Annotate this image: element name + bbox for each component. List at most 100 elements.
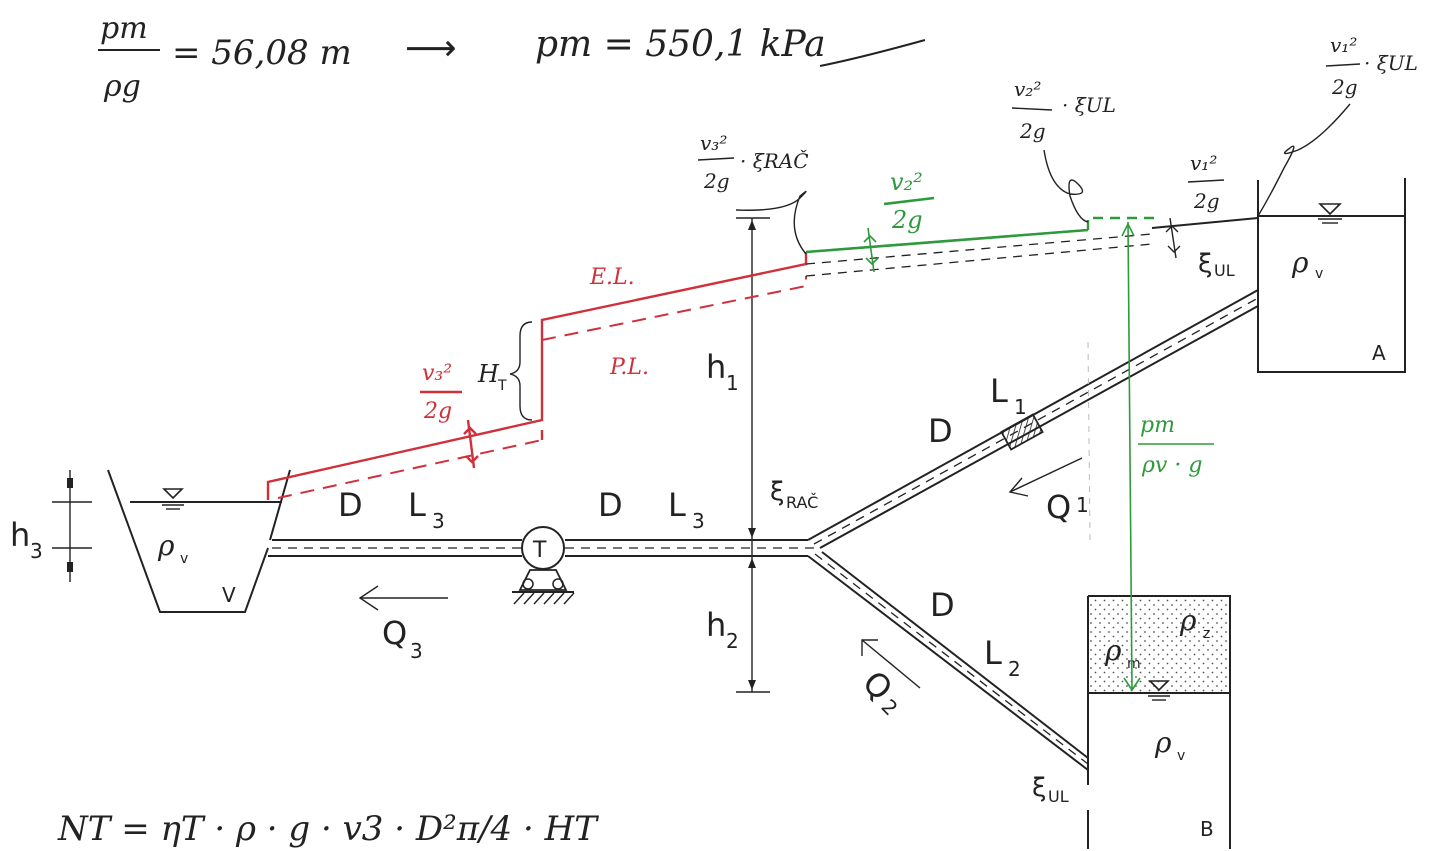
pipe-l3a-label: L (408, 486, 426, 524)
water-level-icon (1318, 203, 1342, 216)
v3-segment-denominator: 2g (423, 399, 452, 424)
density-subscript: v (180, 551, 188, 567)
arrow-down-icon (1123, 677, 1141, 692)
tank-v-fluid-density: ρ (157, 529, 175, 562)
turbine-power-formula: NT = ηT · ρ · g · v3 · D²π/4 · HT (57, 809, 599, 849)
tank-b: ρ z ρ m ρ v B (1087, 595, 1231, 849)
energy-line-upstream (805, 216, 1259, 277)
v2-segment-label: v₂² 2g (883, 168, 935, 234)
arrow-up-icon (1121, 222, 1135, 237)
dimension-subscript: 1 (726, 371, 739, 395)
flow-q2: Q 2 (855, 639, 921, 720)
tank-a-label: A (1372, 341, 1386, 365)
water-level-icon (1148, 680, 1170, 692)
dimension-subscript: 3 (30, 539, 43, 563)
pipe-subscript: 2 (1008, 657, 1021, 681)
loss-ul-a: ξ UL (1198, 249, 1235, 280)
flow-q1-label: Q (1046, 488, 1071, 526)
callout-v1-ul: v₁² 2g · ξUL (1257, 33, 1418, 217)
arrow-down-left-icon (1008, 477, 1029, 497)
v3-loss-numerator: v₃² (700, 131, 727, 155)
turbine-support-icon (518, 569, 568, 591)
footer-formula: NT = ηT · ρ · g · v3 · D²π/4 · HT (57, 809, 599, 849)
h2-label: h (706, 606, 726, 644)
tank-b-label: B (1200, 817, 1214, 841)
dimension-h3: h 3 (10, 470, 92, 582)
pm-head-value: = 56,08 m (172, 33, 352, 73)
v3-loss-denominator: 2g (703, 169, 730, 193)
xi-symbol: ξ (1198, 249, 1213, 279)
loss-subscript: UL (1048, 787, 1069, 806)
dimension-h1-h2: h 1 h 2 (706, 217, 770, 693)
loss-subscript: UL (1214, 261, 1235, 280)
flow-q1: Q 1 (1008, 457, 1089, 526)
h1-label: h (706, 348, 726, 386)
callout-v3-rac: v₃² 2g · ξRAČ (697, 131, 809, 255)
dimension-subscript: 2 (726, 629, 739, 653)
tank-v: ρ v V (107, 469, 291, 613)
v3-loss-coefficient: · ξRAČ (740, 148, 809, 173)
v1-loss-coefficient: · ξUL (1364, 51, 1418, 75)
pipe-labels: D L 3 D L 3 D L 1 D L 2 (338, 372, 1027, 681)
flow-q3: Q 3 (358, 585, 448, 663)
pm-numerator: pm (1140, 413, 1175, 438)
v2-segment-denominator: 2g (891, 206, 923, 234)
pipe-l3 (268, 539, 814, 557)
tank-a-fluid-density: ρ (1291, 246, 1309, 279)
diameter-label: D (928, 412, 953, 450)
v2-loss-denominator: 2g (1019, 119, 1046, 143)
pipe-l2-label: L (984, 634, 1002, 672)
manometer-line: pm ρv · g (1087, 221, 1214, 692)
pipe-subscript: 1 (1014, 395, 1027, 419)
pipe-l1 (807, 289, 1259, 549)
v3-segment-numerator: v₃² (422, 361, 452, 386)
arrow-icon: ⟶ (405, 28, 457, 69)
loss-subscript: RAČ (786, 493, 818, 512)
flow-q3-label: Q (382, 614, 407, 652)
valve-icon (1000, 413, 1044, 451)
manometer-density: ρ (1104, 634, 1122, 667)
callout-v2-ul: v₂² 2g · ξUL (1011, 77, 1116, 223)
tank-b-fluid-density: ρ (1154, 726, 1172, 759)
tank-a: ρ v A (1257, 178, 1406, 373)
turbine-symbol: T (532, 538, 547, 563)
h3-label: h (10, 516, 30, 554)
el-label: E.L. (589, 265, 635, 290)
ht-brace: H T (477, 321, 533, 421)
loss-rac: ξ RAČ (770, 477, 818, 512)
gas-region (1088, 596, 1230, 693)
density-subscript: v (1315, 266, 1323, 282)
pipe-subscript: 3 (432, 509, 445, 533)
ht-subscript: T (497, 378, 507, 394)
pipe-l1-label: L (990, 372, 1008, 410)
underline-kpa (819, 39, 926, 67)
pm-denominator: ρv · g (1141, 453, 1202, 478)
pm-result: pm = 550,1 kPa (535, 24, 826, 65)
pl-label: P.L. (609, 355, 649, 380)
tank-b-gas-density: ρ (1179, 604, 1197, 637)
energy-line-red: E.L. P.L. v₃² 2g (266, 252, 808, 500)
pm-fraction-numerator: pm (100, 11, 148, 46)
v2-loss-coefficient: · ξUL (1062, 93, 1116, 117)
v1-loss-denominator: 2g (1331, 75, 1358, 99)
v1-segment-label: v₁² 2g (1187, 151, 1225, 213)
v1-segment-denominator: 2g (1193, 189, 1220, 213)
v1-loss-numerator: v₁² (1330, 33, 1357, 57)
diameter-label: D (930, 586, 955, 624)
pipe-l3b-label: L (668, 486, 686, 524)
v2-loss-numerator: v₂² (1014, 77, 1041, 101)
density-subscript: m (1127, 656, 1141, 672)
ht-label: H (477, 360, 500, 388)
turbine: T (512, 526, 575, 605)
density-subscript: z (1203, 626, 1210, 642)
flow-subscript: 3 (410, 639, 423, 663)
flow-subscript: 1 (1076, 493, 1089, 517)
diameter-label: D (598, 486, 623, 524)
pipe-subscript: 3 (692, 509, 705, 533)
arrow-up-left-icon (861, 639, 878, 656)
water-level-icon (162, 488, 184, 500)
loss-ul-b: ξ UL (1032, 773, 1069, 806)
tank-v-label: V (222, 583, 236, 607)
xi-symbol: ξ (1032, 773, 1047, 803)
